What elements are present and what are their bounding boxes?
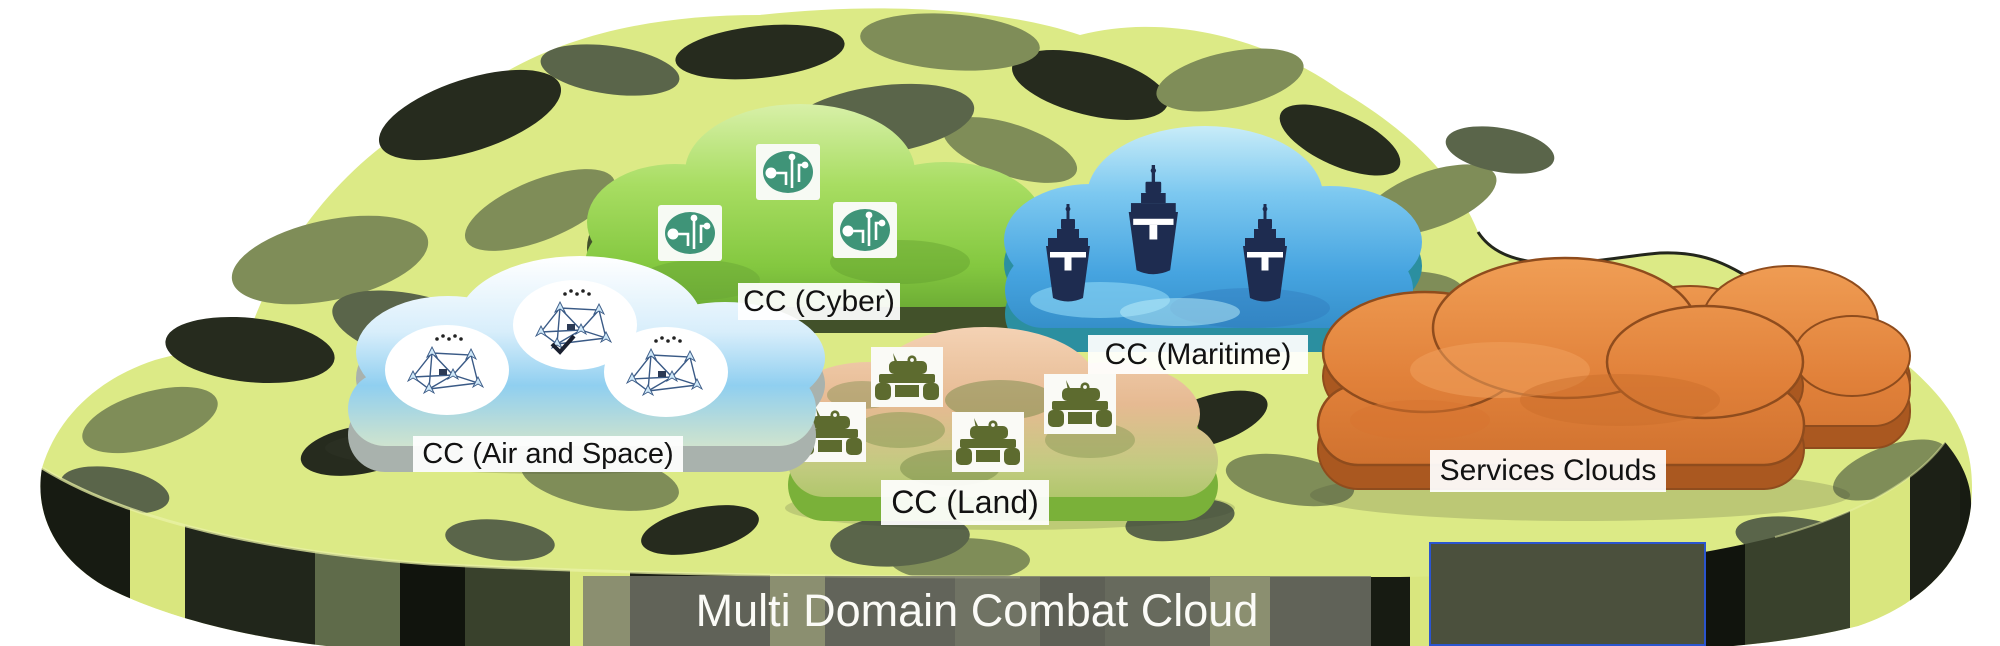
cc-maritime-cloud [1004,126,1422,352]
label-cc-maritime: CC (Maritime) [1088,335,1308,374]
selected-rectangle-shape[interactable] [1429,542,1706,646]
label-cc-cyber: CC (Cyber) [738,283,900,320]
platform-bevel-highlight-right [1774,441,1946,538]
platform-dip-edge [1476,231,1766,290]
services-cloud-front [1316,256,1806,490]
label-services-clouds: Services Clouds [1430,450,1666,492]
check-mark-glyph [550,334,576,355]
label-cc-land: CC (Land) [881,480,1049,525]
label-cc-air-space: CC (Air and Space) [413,436,683,472]
figure-title: Multi Domain Combat Cloud [583,576,1371,646]
